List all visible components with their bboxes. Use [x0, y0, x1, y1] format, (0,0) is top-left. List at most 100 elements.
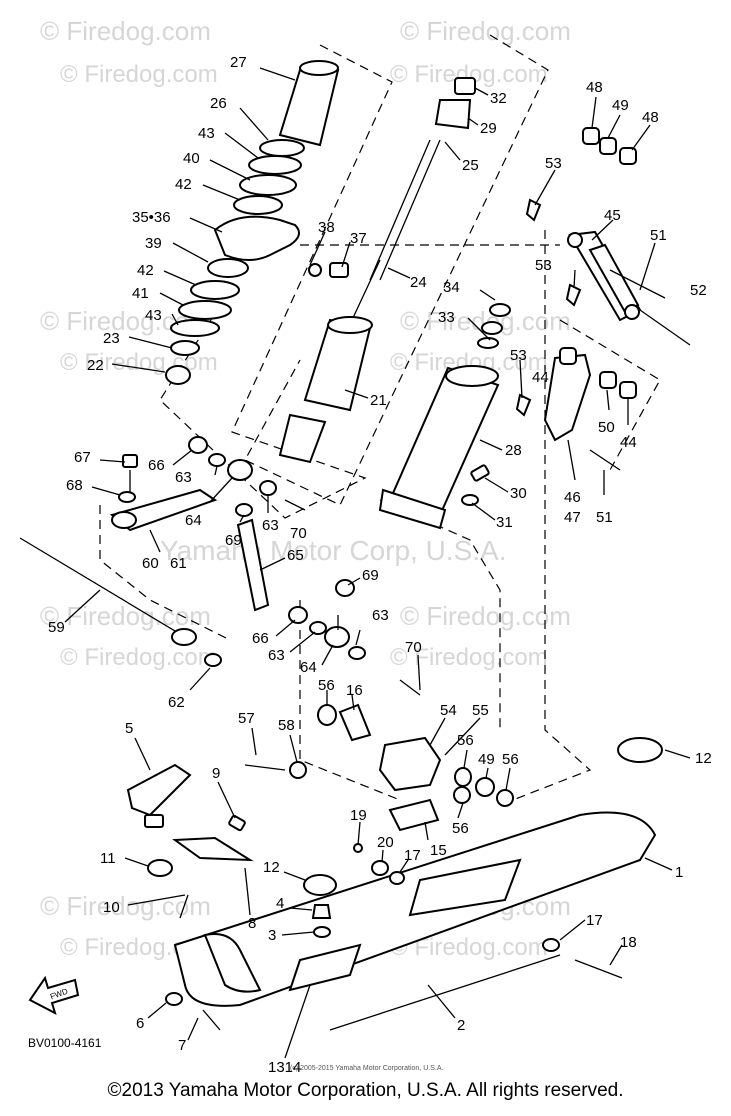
tie-rod-65: [236, 518, 270, 612]
callout-31: 31: [496, 514, 513, 531]
callout-70: 70: [405, 639, 422, 656]
callout-51: 51: [650, 227, 667, 244]
callout-66: 66: [148, 457, 165, 474]
callout-69: 69: [225, 532, 242, 549]
callout-12: 12: [695, 750, 712, 767]
callout-5: 5: [125, 720, 133, 737]
callout-1: 1: [675, 864, 683, 881]
callout-15: 15: [430, 842, 447, 859]
callout-48: 48: [642, 109, 659, 126]
callout-32: 32: [490, 90, 507, 107]
callout-49: 49: [478, 751, 495, 768]
lower-pivot-parts: [244, 679, 514, 832]
callout-62: 62: [168, 694, 185, 711]
watermark: © Firedog.com: [60, 61, 218, 88]
callout-63: 63: [262, 517, 279, 534]
watermark: © Firedog.com: [60, 644, 218, 671]
callout-25: 25: [462, 157, 479, 174]
callout-56: 56: [452, 820, 469, 837]
callout-50: 50: [598, 419, 615, 436]
watermark: © Firedog.com: [400, 16, 571, 46]
callout-70: 70: [290, 525, 307, 542]
callout-29: 29: [480, 120, 497, 137]
callout-26: 26: [210, 95, 227, 112]
callout-18: 18: [620, 934, 637, 951]
shock-body-21: [303, 318, 372, 412]
callout-44: 44: [620, 434, 637, 451]
callout-24: 24: [410, 274, 427, 291]
callout-20: 20: [377, 834, 394, 851]
callout-23: 23: [103, 330, 120, 347]
callout-56: 56: [457, 732, 474, 749]
callout-56: 56: [502, 751, 519, 768]
watermark: © Firedog.com: [40, 601, 211, 631]
watermark: © Firedog.com: [40, 16, 211, 46]
ski-assembly: [126, 737, 663, 1031]
callout-12: 12: [263, 859, 280, 876]
callout-21: 21: [370, 392, 387, 409]
steering-parts: [19, 436, 366, 667]
callout-59: 59: [48, 619, 65, 636]
callout-55: 55: [472, 702, 489, 719]
callout-34: 34: [443, 279, 460, 296]
callout-17: 17: [404, 847, 421, 864]
diagram-code: BV0100-4161: [28, 1036, 102, 1050]
watermark-center: Yamaha Motor Corp, U.S.A.: [160, 535, 507, 566]
link-bracket-46: [543, 353, 592, 442]
callout-65: 65: [287, 547, 304, 564]
callout-64: 64: [185, 512, 202, 529]
callout-40: 40: [183, 150, 200, 167]
callout-63: 63: [175, 469, 192, 486]
callout-39: 39: [145, 235, 162, 252]
callout-22: 22: [87, 357, 104, 374]
fwd-arrow: FWD: [28, 975, 80, 1015]
upper-link-assembly: [515, 127, 691, 471]
callout-53: 53: [510, 347, 527, 364]
footer-copyright: ©2013 Yamaha Motor Corporation, U.S.A. A…: [107, 1080, 624, 1101]
callout-67: 67: [74, 449, 91, 466]
callout-3: 3: [268, 927, 276, 944]
shock-cap-32: [454, 77, 476, 95]
callout-45: 45: [604, 207, 621, 224]
callout-63: 63: [372, 607, 389, 624]
callout-43: 43: [198, 125, 215, 142]
callout-69: 69: [362, 567, 379, 584]
callout-60: 60: [142, 555, 159, 572]
watermark: © Firedog.com: [400, 601, 571, 631]
callout-53: 53: [535, 257, 552, 274]
callout-56: 56: [318, 677, 335, 694]
callout-42: 42: [175, 176, 192, 193]
callout-2: 2: [457, 1017, 465, 1034]
callout-38: 38: [318, 219, 335, 236]
spindle-5: [126, 763, 192, 817]
spacer-15: [388, 798, 440, 832]
callout-11: 11: [100, 850, 116, 867]
callout-54: 54: [440, 702, 457, 719]
callout-68: 68: [66, 477, 83, 494]
callout-57: 57: [238, 710, 255, 727]
callout-43: 43: [145, 307, 162, 324]
callout-64: 64: [300, 659, 317, 676]
small-copyright: (c) 2005-2015 Yamaha Motor Corporation, …: [290, 1065, 443, 1072]
callout-46: 46: [564, 489, 581, 506]
callout-8: 8: [248, 915, 256, 932]
callout-17: 17: [586, 912, 603, 929]
callout-52: 52: [690, 282, 707, 299]
callout-30: 30: [510, 485, 527, 502]
callout-48: 48: [586, 79, 603, 96]
spring-canister: [378, 303, 511, 530]
callout-66: 66: [252, 630, 269, 647]
shock-absorber: [278, 77, 476, 464]
callout-labels: 27 26 43 40 42 35•36 39 42 41 43 23 22 3…: [48, 54, 712, 1076]
callout-10: 10: [103, 899, 120, 916]
callout-28: 28: [505, 442, 522, 459]
spring-seat-27: [278, 69, 340, 147]
callout-61: 61: [170, 555, 187, 572]
callout-49: 49: [612, 97, 629, 114]
callout-41: 41: [132, 285, 149, 302]
pivot-bracket-54-55: [378, 736, 442, 792]
callout-47: 47: [564, 509, 581, 526]
callout-37: 37: [350, 230, 367, 247]
front-suspension-upper-parts: [165, 60, 349, 385]
callout-7: 7: [178, 1037, 186, 1054]
